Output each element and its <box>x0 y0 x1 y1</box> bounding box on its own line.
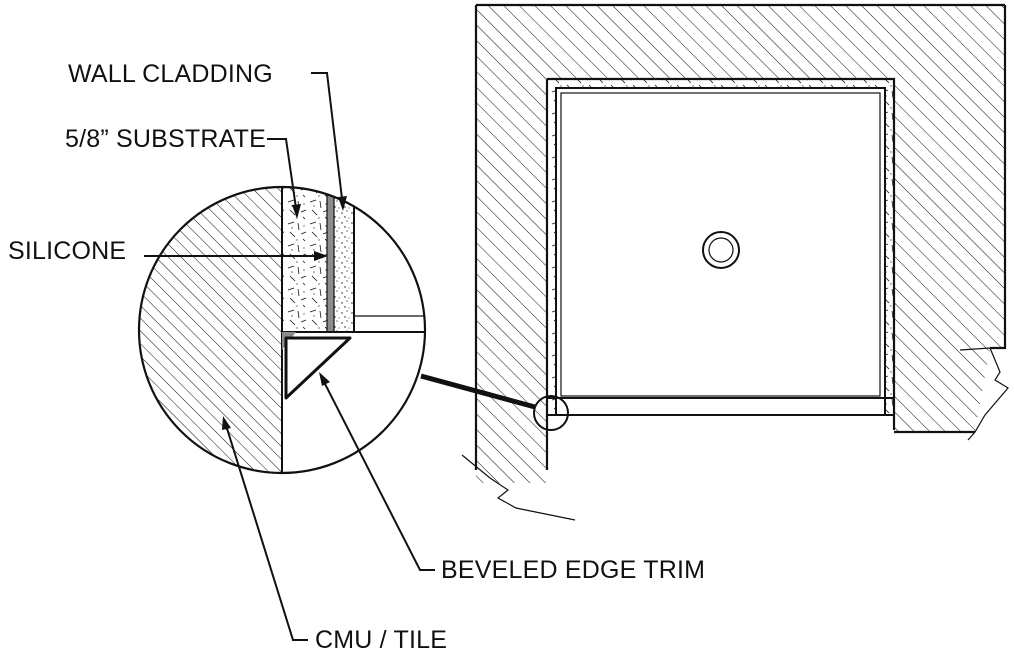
arrow-cmu-tile <box>222 416 231 430</box>
leader-wall-cladding <box>311 72 345 209</box>
detail-leader-line <box>420 373 536 410</box>
arrow-silicone <box>314 251 328 261</box>
wall-cladding-inner <box>555 87 886 416</box>
arrow-substrate <box>292 204 301 219</box>
cmu-wall-hatch <box>476 5 1005 483</box>
label-substrate: 5/8” SUBSTRATE <box>65 125 266 153</box>
label-wall-cladding: WALL CLADDING <box>68 60 273 88</box>
beveled-edge-trim-shape <box>284 336 352 400</box>
arrow-wall-cladding <box>338 196 347 211</box>
detail-circle-outline <box>137 185 427 475</box>
substrate-fill <box>282 187 327 332</box>
detail-callout-circle <box>533 395 569 431</box>
leader-cmu-tile <box>223 420 308 641</box>
drain-inner <box>708 237 734 263</box>
cmu-wall-outline <box>474 3 1007 470</box>
shower-pan-edge <box>560 92 881 397</box>
leader-beveled-edge-trim <box>320 376 435 571</box>
label-cmu-tile: CMU / TILE <box>315 626 447 654</box>
cmu-hatch-fill <box>139 187 282 473</box>
break-line-right <box>959 347 1009 441</box>
substrate-lining <box>546 78 895 416</box>
labels: WALL CLADDING 5/8” SUBSTRATE SILICONE BE… <box>8 60 705 654</box>
shower-plan <box>461 3 1009 521</box>
label-beveled-edge-trim: BEVELED EDGE TRIM <box>441 556 705 584</box>
wall-cladding-fill <box>334 187 354 332</box>
label-silicone: SILICONE <box>8 237 126 265</box>
break-line-left <box>461 454 576 521</box>
drain-outer <box>702 231 740 269</box>
leader-substrate <box>267 138 299 217</box>
enlarged-detail <box>137 185 427 475</box>
arrow-beveled-edge-trim <box>319 372 330 386</box>
silicone-strip <box>327 187 334 332</box>
